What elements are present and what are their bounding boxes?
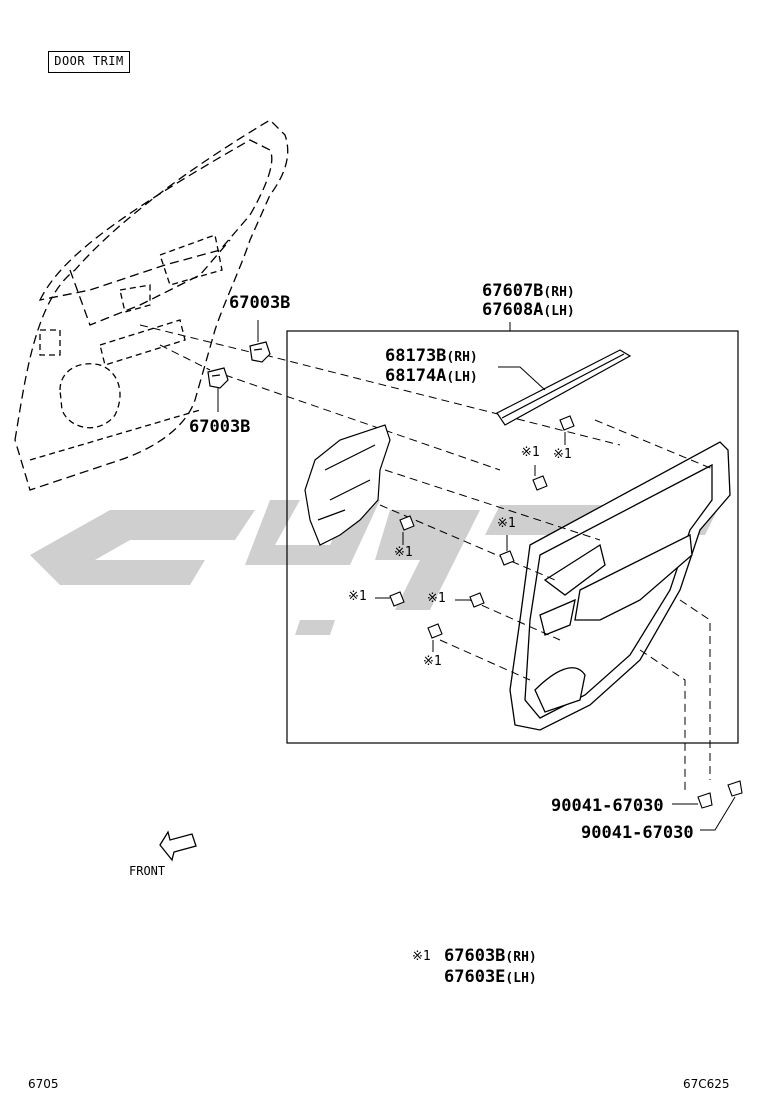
legend-lh: 67603E(LH): [444, 967, 537, 987]
label-trim-board-rh: 67607B(RH): [482, 281, 575, 301]
marker-ref-3: ※1: [497, 516, 516, 531]
label-screw-a: 90041-67030: [551, 796, 664, 816]
label-weatherstrip-rh: 68173B(RH): [385, 346, 478, 366]
front-arrow-icon: [159, 830, 197, 862]
footer-left-code: 6705: [28, 1077, 59, 1091]
footer-right-code: 67C625: [683, 1077, 730, 1091]
marker-ref-1: ※1: [521, 445, 540, 460]
front-label: FRONT: [129, 864, 166, 878]
label-clip-upper: 67003B: [229, 293, 291, 313]
label-trim-board-lh: 67608A(LH): [482, 300, 575, 320]
door-panel: [14, 119, 289, 491]
screw-lower: [697, 792, 713, 809]
label-clip-lower: 67003B: [189, 417, 251, 437]
legend-rh: 67603B(RH): [444, 946, 537, 966]
clip-67003b-lower: [207, 367, 229, 389]
weatherstrip: [496, 349, 632, 426]
label-weatherstrip-lh: 68174A(LH): [385, 366, 478, 386]
legend-mark: ※1: [412, 949, 431, 964]
marker-ref-2: ※1: [553, 447, 572, 462]
label-screw-b: 90041-67030: [581, 823, 694, 843]
clip-set: [389, 415, 575, 639]
trim-leader-lines: [379, 419, 716, 790]
marker-leader-lines: [375, 432, 566, 652]
screw-upper: [727, 780, 743, 797]
marker-ref-7: ※1: [423, 654, 442, 669]
door-trim-board: [509, 441, 731, 731]
marker-ref-5: ※1: [348, 589, 367, 604]
diagram-title: DOOR TRIM: [48, 51, 130, 73]
marker-ref-4: ※1: [394, 545, 413, 560]
marker-ref-6: ※1: [427, 591, 446, 606]
clip-67003b-upper: [249, 341, 271, 363]
inner-bracket: [304, 424, 391, 546]
door-leader-lines: [139, 324, 621, 471]
assembly-box: [286, 330, 739, 744]
